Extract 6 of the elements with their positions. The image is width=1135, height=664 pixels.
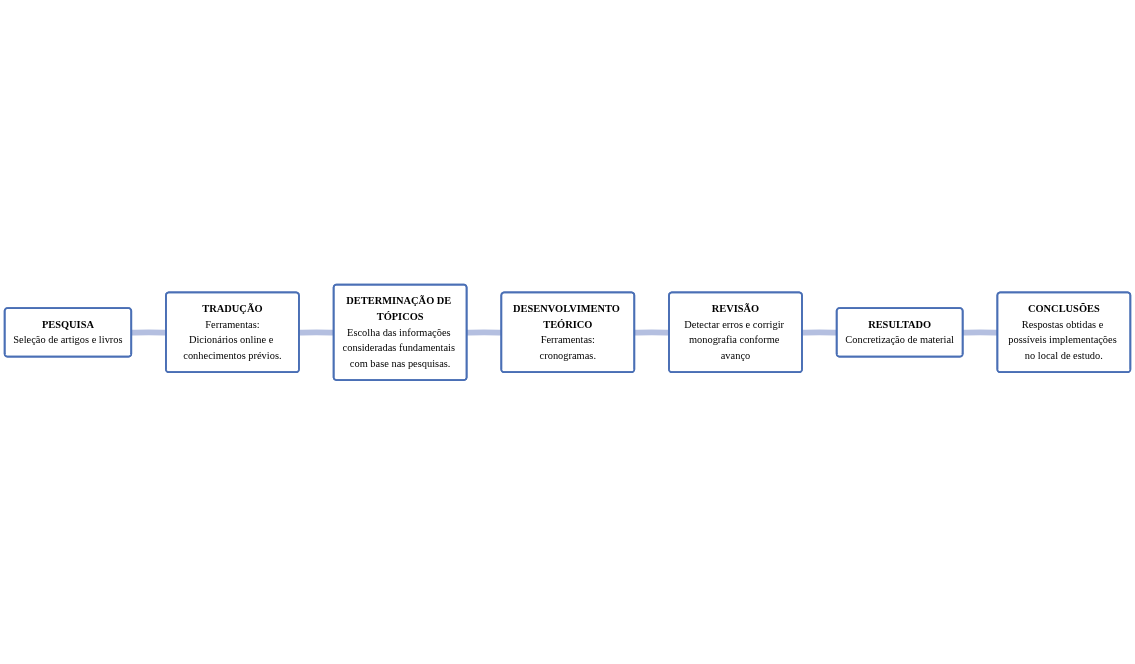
connector (802, 329, 837, 336)
connector (962, 329, 998, 336)
connector (299, 329, 334, 336)
connector (466, 329, 502, 336)
connector (131, 329, 167, 336)
connector (634, 329, 670, 336)
